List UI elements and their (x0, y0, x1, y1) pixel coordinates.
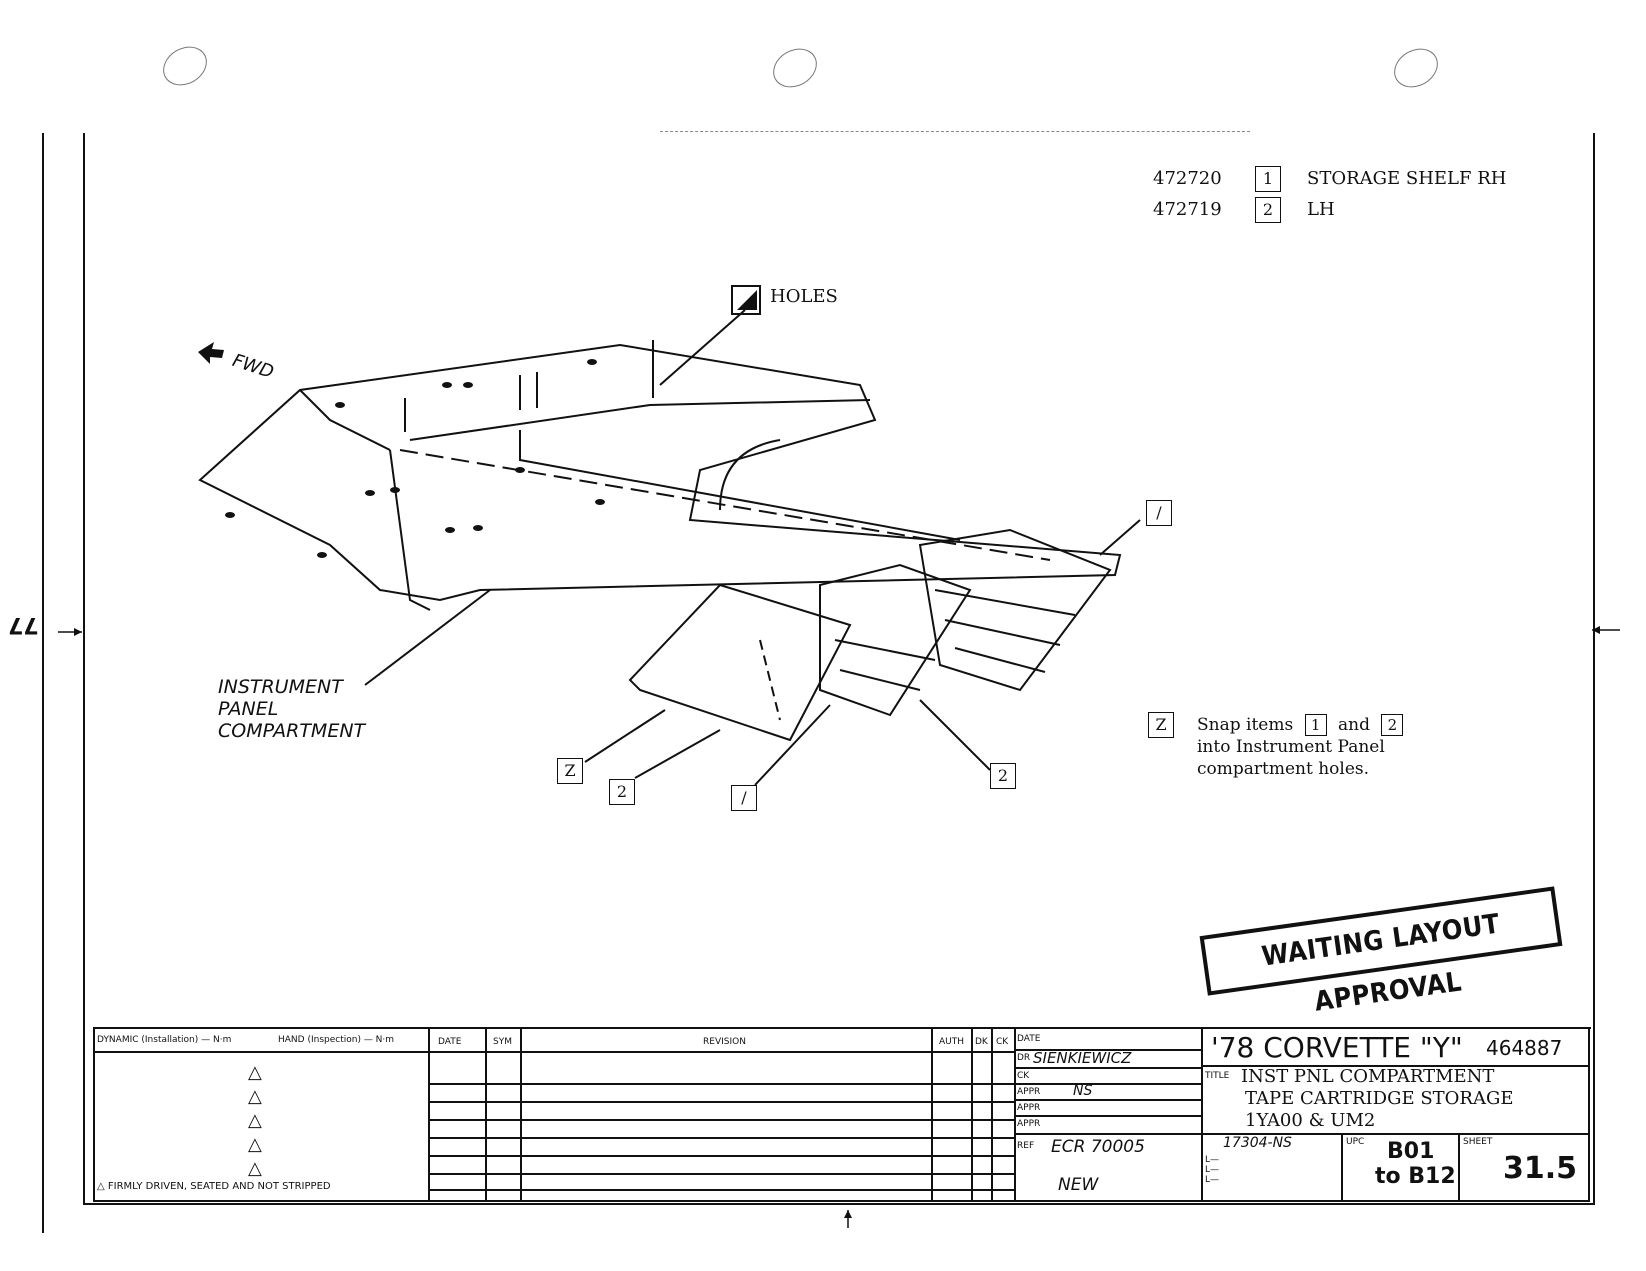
ref-note: NEW (1058, 1175, 1099, 1195)
callout-box-2b: 2 (990, 763, 1016, 789)
sheet-value: 31.5 (1503, 1151, 1578, 1186)
date-label: DATE (1017, 1034, 1041, 1044)
note-line-1a: Snap items (1197, 715, 1294, 735)
note-line-2: into Instrument Panel (1197, 737, 1385, 757)
upc-label: UPC (1346, 1137, 1365, 1147)
drawing-title-line-3: 1YA00 & UM2 (1245, 1110, 1376, 1131)
appr-value: NS (1073, 1083, 1093, 1099)
compartment-label-line-2: PANEL (218, 698, 279, 720)
callout-box-1b: / (731, 785, 757, 811)
rev-col-revision: REVISION (703, 1037, 746, 1047)
callout-box-z: Z (557, 758, 583, 784)
top-dashed-line (660, 131, 1250, 132)
upc-value-1: B01 (1387, 1139, 1435, 1164)
assembly-note: Snap items 1 and 2 into Instrument Panel… (1197, 714, 1404, 780)
rev-col-sym: SYM (493, 1037, 512, 1047)
part-number-2: 472719 (1153, 199, 1222, 220)
holes-label: HOLES (770, 286, 838, 307)
note-line-1b: and (1338, 715, 1370, 735)
part-desc-1: STORAGE SHELF RH (1307, 168, 1507, 189)
callout-box-2: 2 (609, 779, 635, 805)
drawing-title-line-1: INST PNL COMPARTMENT (1241, 1066, 1495, 1087)
appr3-label: APPR (1017, 1119, 1041, 1129)
model-title: '78 CORVETTE "Y" (1211, 1031, 1463, 1064)
rev-col-date: DATE (438, 1037, 462, 1047)
callout-box-1: / (1146, 500, 1172, 526)
rev-col-ck: CK (996, 1037, 1009, 1047)
ref-label: REF (1017, 1141, 1035, 1151)
torque-footnote-text: FIRMLY DRIVEN, SEATED AND NOT STRIPPED (107, 1181, 331, 1192)
title-label: TITLE (1205, 1071, 1230, 1081)
torque-footnote: △ FIRMLY DRIVEN, SEATED AND NOT STRIPPED (97, 1181, 331, 1192)
part-desc-2: LH (1307, 199, 1335, 220)
drawing-number: 464887 (1486, 1036, 1563, 1060)
title-block: DYNAMIC (Installation) — N·m HAND (Inspe… (93, 1027, 1591, 1202)
dr-value: SIENKIEWICZ (1033, 1049, 1132, 1067)
note-box-z: Z (1148, 712, 1174, 738)
left-margin-line (42, 133, 44, 1233)
torque-header-dynamic: DYNAMIC (Installation) — N·m (97, 1035, 232, 1045)
upc-value-2: to B12 (1375, 1164, 1456, 1189)
compartment-label-line-3: COMPARTMENT (218, 720, 366, 742)
appr2-label: APPR (1017, 1103, 1041, 1113)
torque-triangles: △△△△△ (248, 1062, 262, 1179)
ck-label: CK (1017, 1071, 1030, 1081)
l-marks: L—L—L— (1205, 1155, 1220, 1185)
compartment-label: INSTRUMENT PANEL COMPARTMENT (218, 676, 365, 742)
note-item-2: 2 (1381, 714, 1404, 736)
upc-value: B01 to B12 (1375, 1139, 1456, 1189)
item-box-2: 2 (1255, 197, 1281, 223)
drawing-frame (83, 133, 1595, 1205)
l-entry: 17304-NS (1223, 1135, 1292, 1151)
dr-label: DR (1017, 1053, 1031, 1063)
drawing-title-line-2: TAPE CARTRIDGE STORAGE (1245, 1088, 1514, 1109)
compartment-label-line-1: INSTRUMENT (218, 676, 343, 698)
item-box-1: 1 (1255, 166, 1281, 192)
rev-col-dk: DK (975, 1037, 988, 1047)
sheet-label: SHEET (1463, 1137, 1493, 1147)
part-number-1: 472720 (1153, 168, 1222, 189)
drawing-title: INST PNL COMPARTMENT TAPE CARTRIDGE STOR… (1241, 1066, 1514, 1132)
ref-value: ECR 70005 (1051, 1137, 1145, 1157)
note-line-3: compartment holes. (1197, 759, 1370, 779)
note-item-1: 1 (1304, 714, 1327, 736)
appr-label: APPR (1017, 1087, 1041, 1097)
rev-col-auth: AUTH (939, 1037, 965, 1047)
torque-header-hand: HAND (Inspection) — N·m (278, 1035, 395, 1045)
